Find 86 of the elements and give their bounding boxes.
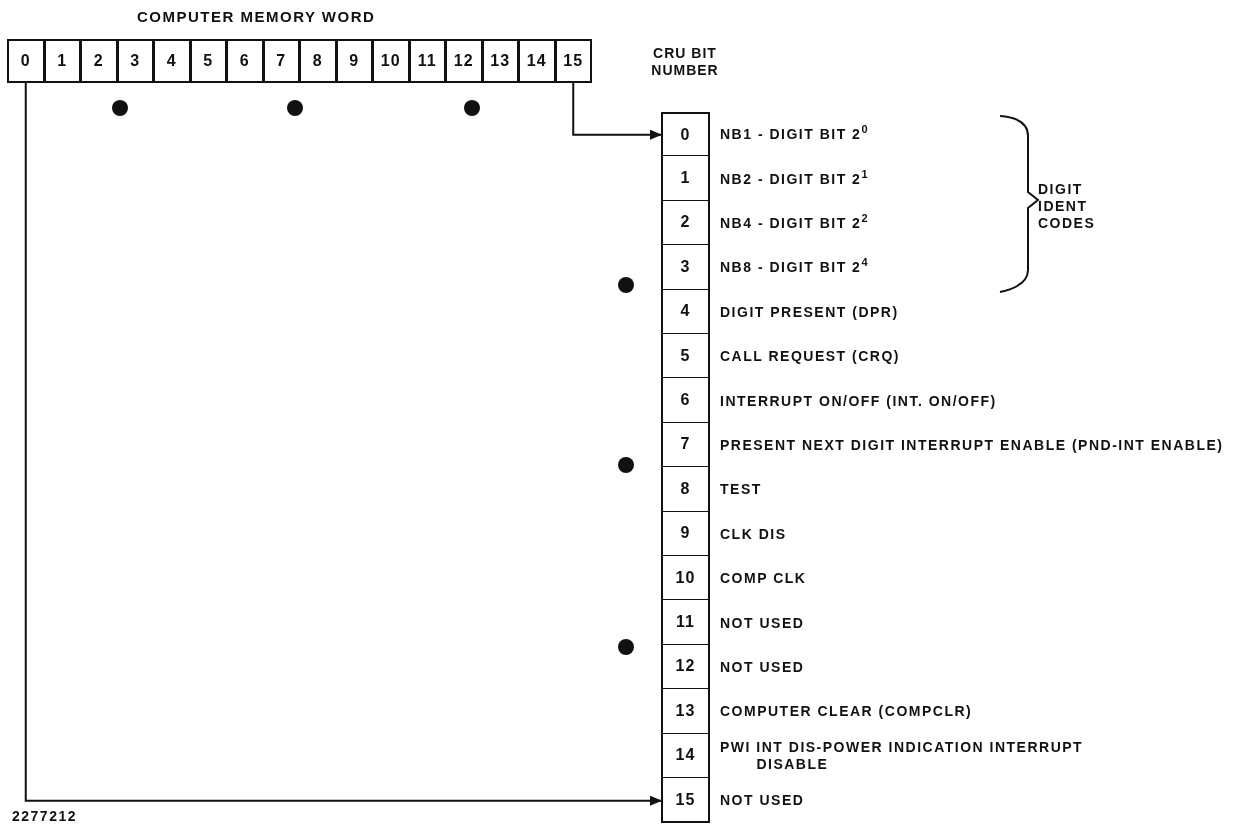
bit-cell [554, 39, 592, 83]
bit-description: NB2 - DIGIT BIT 2$^{1}$ [720, 170, 870, 188]
cru-bit-cell [661, 200, 710, 247]
bit-description: NB4 - DIGIT BIT 2$^{2}$ [720, 215, 870, 232]
bit-number: 14 [526, 52, 547, 70]
bit-cell [262, 39, 300, 83]
arrow [572, 82, 662, 140]
bit-cell [80, 39, 118, 83]
bit-cell [481, 39, 519, 83]
bit-cell [408, 39, 446, 83]
bit-number: 8 [680, 479, 691, 498]
bit-number: 0 [20, 52, 31, 70]
bit-cell [299, 39, 337, 83]
bit-number: 5 [680, 346, 691, 365]
bit-description: PWI INT DIS-POWER INDICATION INTERRUPT DISABLE [720, 739, 1085, 774]
bit-description: PRESENT NEXT DIGIT INTERRUPT ENABLE (PND-INT ENABLE) [720, 437, 1225, 454]
cru-bit-cell [661, 334, 710, 380]
bit-number: 10 [675, 568, 696, 587]
bit-number: 15 [675, 790, 696, 809]
bit-cell [445, 39, 483, 83]
bit-number: 6 [680, 391, 691, 410]
cru-bit-cell [661, 467, 710, 513]
bit-cell [7, 39, 45, 83]
bit-number: 1 [680, 169, 691, 188]
figure-number: 2277212 [12, 808, 78, 825]
bit-number: 13 [490, 52, 511, 70]
bit-description: INTERRUPT ON/OFF (INT. ON/OFF) [720, 392, 997, 410]
bit-number: 9 [680, 524, 691, 543]
bit-number: 4 [680, 302, 691, 321]
bit-number: 9 [349, 52, 360, 70]
bit-cell [372, 39, 410, 83]
cru-bit-cell [661, 112, 710, 158]
cru-bit-cell [661, 733, 710, 779]
cru-bit-cell [661, 422, 710, 469]
bit-number: 6 [239, 52, 250, 70]
bit-description: CALL REQUEST (CRQ) [720, 348, 900, 366]
bit-number: 0 [680, 125, 691, 144]
cru-bit-cell [661, 378, 710, 424]
bit-number: 11 [676, 613, 695, 632]
bit-number: 11 [417, 52, 437, 70]
bit-number: 10 [380, 52, 401, 70]
bit-number: 15 [563, 52, 584, 70]
bit-number: 8 [312, 52, 323, 70]
bit-cell [518, 39, 556, 83]
bit-cell [189, 39, 227, 83]
cru-bit-cell [661, 600, 710, 646]
bit-number: 7 [680, 435, 691, 454]
bit-cell [43, 39, 81, 83]
bit-number: 2 [93, 52, 104, 70]
bit-number: 14 [675, 746, 696, 765]
bit-description: COMP CLK [720, 570, 807, 588]
group-label: DIGIT IDENT CODES [1038, 181, 1097, 232]
bit-description: NB8 - DIGIT BIT 2$^{4}$ [720, 259, 870, 277]
bit-number: 5 [203, 52, 214, 70]
bit-description: CLK DIS [720, 525, 787, 543]
bit-number: 1 [57, 52, 68, 70]
cru-bit-cell [661, 511, 710, 557]
bit-description: NOT USED [720, 614, 805, 632]
bit-number: 7 [276, 52, 287, 70]
bit-description: TEST [720, 481, 762, 499]
bit-number: 4 [166, 52, 177, 70]
cru-bit-cell [661, 156, 710, 202]
bit-description: NOT USED [720, 792, 805, 810]
cru-bit-cell [661, 556, 710, 602]
bit-number: 12 [675, 657, 696, 676]
bit-cell [153, 39, 191, 83]
column-heading: CRU BIT NUMBER [650, 45, 720, 79]
bit-cell [116, 39, 154, 83]
bit-number: 3 [130, 52, 141, 70]
arrow [24, 82, 662, 806]
cru-bit-cell [661, 689, 710, 735]
cru-bit-cell [661, 289, 710, 335]
cru-bit-cell [661, 644, 710, 691]
bit-description: NB1 - DIGIT BIT 2$^{0}$ [720, 126, 870, 144]
bit-cell [226, 39, 264, 83]
cru-bit-cell [661, 245, 710, 291]
bit-number: 12 [453, 52, 474, 70]
bit-number: 13 [675, 701, 696, 720]
bit-description: NOT USED [720, 659, 805, 676]
bit-description: DIGIT PRESENT (DPR) [720, 303, 899, 321]
diagram-title: COMPUTER MEMORY WORD [137, 8, 376, 25]
bit-description: COMPUTER CLEAR (COMPCLR) [720, 703, 973, 721]
cru-bit-cell [661, 778, 710, 824]
bit-number: 2 [680, 213, 691, 232]
bit-number: 3 [680, 257, 691, 276]
bit-cell [335, 39, 373, 83]
